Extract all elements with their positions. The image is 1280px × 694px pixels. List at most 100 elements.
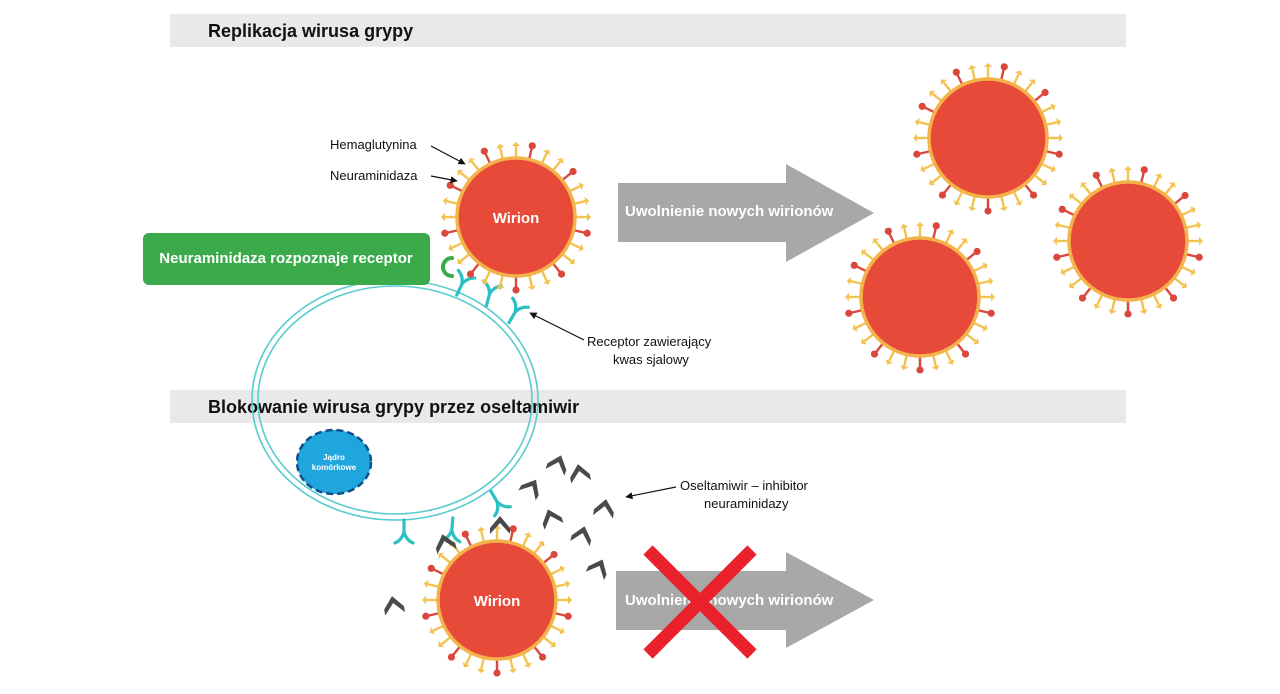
neuraminidase-head	[952, 68, 960, 76]
hemagglutinin-spike	[855, 321, 868, 329]
hemagglutinin-spike	[931, 173, 943, 184]
neuraminidase-head	[845, 309, 853, 317]
hemagglutinin-head	[438, 552, 445, 560]
hemagglutinin-head	[1168, 182, 1176, 189]
hemagglutinin-spike	[470, 160, 481, 172]
hemagglutinin-spike	[1063, 265, 1076, 273]
hemagglutinin-head	[556, 158, 564, 165]
hemagglutinin-spike	[1012, 73, 1020, 86]
hemagglutinin-head	[861, 337, 868, 345]
hemagglutinin-spike	[499, 274, 505, 287]
hemagglutinin-head	[441, 212, 445, 222]
oseltamivir-molecule-icon	[570, 526, 592, 547]
virion-body	[1067, 180, 1189, 302]
new-virion-1	[913, 63, 1063, 215]
hemagglutinin-spike	[1082, 184, 1093, 196]
top-banner	[170, 14, 1126, 47]
neuraminidase-head	[987, 309, 995, 317]
hemagglutinin-head	[929, 90, 936, 98]
hemagglutinin-head	[587, 212, 591, 222]
oseltamivir-molecule-icon	[518, 479, 539, 501]
hemagglutinin-head	[920, 165, 926, 173]
hemagglutinin-spike	[521, 652, 529, 665]
hemagglutinin-head	[1180, 281, 1187, 289]
hemagglutinin-head	[1050, 165, 1056, 173]
hemagglutinin-head	[1155, 303, 1163, 309]
top-section-title: Replikacja wirusa grypy	[208, 21, 413, 41]
hemagglutinin-spike	[459, 252, 471, 263]
hemagglutinin-head	[947, 229, 955, 235]
hemagglutinin-spike	[1152, 176, 1160, 189]
hemagglutinin-head	[1053, 236, 1057, 246]
hemagglutinin-spike	[1033, 173, 1045, 184]
hemagglutinin-head	[468, 158, 476, 165]
hemagglutinin-head	[524, 662, 532, 668]
sialic-acid-receptor	[455, 268, 477, 297]
neuraminidase-head	[569, 167, 577, 176]
neuraminidase-head	[1181, 191, 1189, 200]
hemagglutinin-spike	[551, 160, 562, 172]
neuraminidase-head	[528, 142, 536, 150]
oseltamivir-molecule-icon	[585, 559, 607, 581]
hemagglutinin-spike	[532, 543, 543, 555]
hemagglutinin-head	[422, 595, 426, 605]
release-top-label: Uwolnienie nowych wirionów	[625, 203, 834, 220]
virion-label: Wirion	[474, 593, 521, 610]
hemagglutinin-head	[947, 359, 955, 365]
hemagglutinin-spike	[549, 624, 562, 632]
hemagglutinin-head	[1139, 309, 1148, 315]
hemagglutinin-spike	[1152, 293, 1160, 306]
oseltamivir-molecule-icon	[542, 509, 564, 530]
hemagglutinin-spike	[977, 280, 990, 286]
oseltamivir-molecule-icon	[490, 516, 510, 534]
hemagglutinin-label: Hemaglutynina	[330, 137, 417, 152]
oseltamivir-molecule-icon	[384, 596, 405, 616]
neuraminidase-head	[447, 653, 456, 661]
neuraminidase-head	[932, 222, 940, 230]
hemagglutinin-spike	[903, 354, 909, 367]
hemagglutinin-head	[429, 627, 435, 635]
hemagglutinin-head	[1080, 182, 1088, 189]
oseltamivir-molecule-icon	[570, 464, 591, 484]
neuraminidase-head	[512, 286, 520, 294]
hemagglutinin-spike	[540, 269, 548, 282]
hemagglutinin-head	[543, 149, 551, 155]
virion-body	[927, 77, 1049, 199]
hemagglutinin-head	[549, 640, 556, 648]
hemagglutinin-head	[511, 142, 521, 146]
hemagglutinin-spike	[432, 624, 445, 632]
hemagglutinin-head	[972, 337, 979, 345]
hemagglutinin-head	[846, 277, 852, 286]
virion-body	[436, 539, 558, 661]
hemagglutinin-head	[578, 182, 584, 190]
hemagglutinin-head	[1190, 206, 1196, 214]
hemagglutinin-head	[900, 223, 909, 229]
neuraminidase-head	[984, 207, 992, 215]
hemagglutinin-head	[940, 79, 948, 86]
new-virion-2	[1053, 166, 1203, 318]
hemagglutinin-spike	[1163, 184, 1174, 196]
neuraminidase-label: Neuraminidaza	[330, 168, 418, 183]
neuraminidase-head	[1195, 253, 1203, 261]
hemagglutinin-spike	[863, 251, 875, 262]
hemagglutinin-head	[477, 526, 486, 532]
hemagglutinin-spike	[972, 265, 985, 273]
neuraminidase-head	[884, 227, 892, 235]
neuraminidase-head	[961, 350, 970, 358]
hemagglutinin-spike	[1185, 224, 1198, 230]
hemagglutinin-head	[1069, 193, 1076, 201]
hemagglutinin-head	[1196, 221, 1202, 230]
neuraminidase-head	[550, 550, 558, 559]
hemagglutinin-spike	[1111, 298, 1117, 311]
hemagglutinin-spike	[440, 554, 452, 565]
hemagglutinin-spike	[918, 121, 931, 127]
neuraminidase-head	[1029, 191, 1038, 199]
neuraminidase-head	[446, 181, 454, 189]
hemagglutinin-head	[508, 668, 517, 674]
hemagglutinin-head	[929, 178, 936, 186]
neuraminidase-head	[1078, 294, 1087, 302]
hemagglutinin-head	[524, 532, 532, 538]
oseltamivir-molecule-icon	[545, 455, 567, 476]
hemagglutinin-head	[481, 279, 489, 285]
neuraminidase-head	[461, 530, 469, 538]
